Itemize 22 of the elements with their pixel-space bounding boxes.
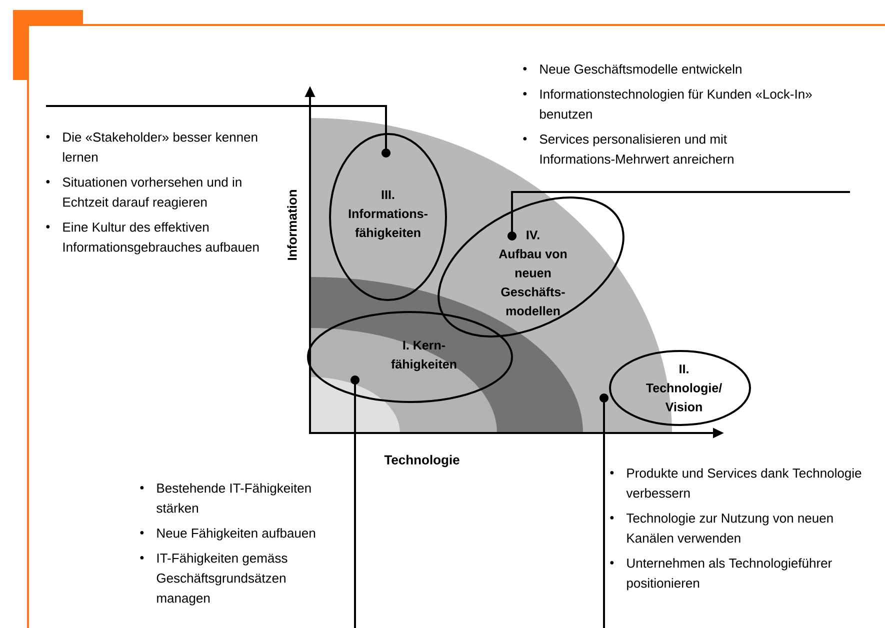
node-label: Unternehmen als Technologieführer positionieren xyxy=(627,558,832,590)
node-label: Services personalisieren und mit Informations-Mehrwert anreichern xyxy=(540,134,734,164)
leader-line xyxy=(600,394,608,628)
node-label: Die «Stakeholder» besser kennen lernen xyxy=(63,132,258,162)
node-label: Eine Kultur des effektiven Informationsgebrauches aufbauen xyxy=(63,222,259,254)
node-label: IT-Fähigkeiten gemäss Geschäftsgrundsätzen managen xyxy=(156,553,288,606)
node-label: Informationstechnologien für Kunden «Lock-In» benutzen xyxy=(540,89,812,119)
node-label: Neue Geschäftsmodelle entwickeln xyxy=(540,64,742,74)
node-label: Situationen vorhersehen und in Echtzeit darauf reagieren xyxy=(62,177,242,210)
axis-label: Technologie xyxy=(384,454,460,468)
node-label: Bestehende IT-Fähigkeiten stärken xyxy=(156,483,311,513)
bullet-list: Bestehende IT-Fähigkeiten stärken Neue Fähigkeiten aufbauen IT-Fähigkeiten gemäss Geschäftsgrundsätzen managen xyxy=(140,483,316,606)
node-label: Technologie zur Nutzung von neuen Kanälen verwenden xyxy=(626,513,833,543)
node-label: Neue Fähigkeiten aufbauen xyxy=(157,528,316,540)
leader-line xyxy=(350,376,360,628)
leader-line xyxy=(46,105,390,158)
node-label: Produkte und Services dank Technologie verbessern xyxy=(626,468,862,498)
bullet-list: Die «Stakeholder» besser kennen lernen Situationen vorhersehen und in Echtzeit darauf reagieren Eine Kultur des effektiven Informationsgebrauches aufbauen xyxy=(46,132,259,254)
leader-line xyxy=(508,191,850,240)
bullet-list: Produkte und Services dank Technologie verbessern Technologie zur Nutzung von neuen Kanälen verwenden Unternehmen als Technologieführer positionieren xyxy=(610,468,862,590)
bullet-list: Neue Geschäftsmodelle entwickeln Informationstechnologien für Kunden «Lock-In» benutzen Services personalisieren und mit Informations-Mehrwert anreichern xyxy=(523,64,812,164)
axis-label: Information xyxy=(287,190,297,260)
